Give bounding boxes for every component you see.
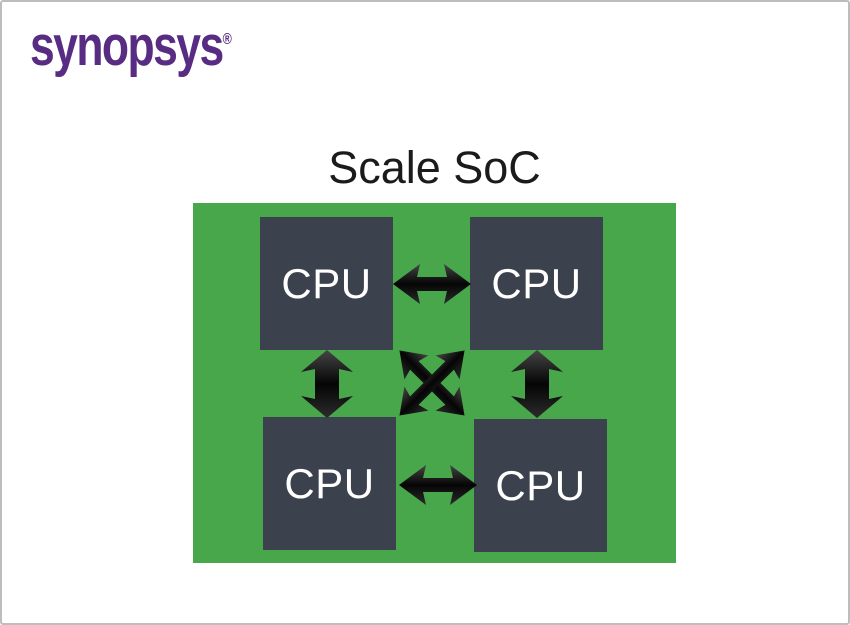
cpu-block-label: CPU — [284, 459, 375, 507]
crossed-diagonal-arrows-icon — [387, 338, 477, 428]
registered-trademark-icon: ® — [222, 31, 232, 48]
double-arrow-right-vertical-icon — [511, 350, 563, 418]
double-arrow-bottom-horizontal-icon — [399, 465, 477, 505]
synopsys-logo: synopsys® — [30, 18, 232, 75]
diagram-title: Scale SoC — [328, 142, 541, 193]
double-arrow-left-vertical-icon — [301, 350, 353, 418]
cpu-block-label: CPU — [281, 259, 372, 307]
cpu-block-top-right: CPU — [470, 217, 603, 350]
soc-panel: CPU CPU CPU CPU — [193, 203, 676, 563]
synopsys-logo-text: synopsys — [30, 14, 224, 78]
cpu-block-top-left: CPU — [260, 217, 393, 350]
cpu-block-label: CPU — [491, 259, 582, 307]
cpu-block-bottom-right: CPU — [474, 419, 607, 552]
cpu-block-bottom-left: CPU — [263, 417, 396, 550]
double-arrow-top-horizontal-icon — [393, 264, 471, 304]
cpu-block-label: CPU — [495, 461, 586, 509]
